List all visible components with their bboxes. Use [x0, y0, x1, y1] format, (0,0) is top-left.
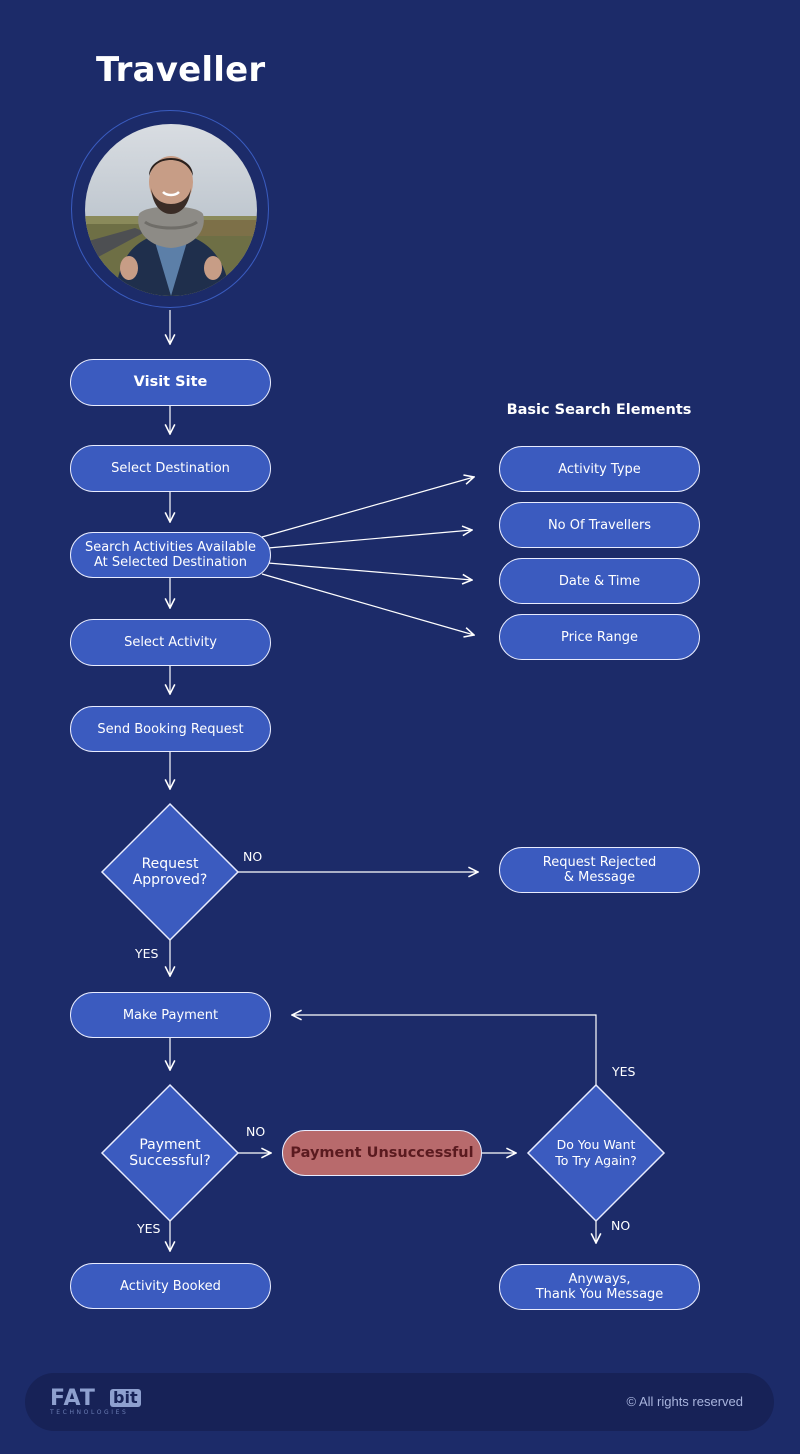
approved-yes-label: YES: [135, 946, 159, 961]
search-element-price-range: Price Range: [499, 614, 700, 660]
arrow-search-to-date: [267, 562, 472, 580]
retry-no-label: NO: [611, 1218, 631, 1233]
search-elements-heading: Basic Search Elements: [506, 402, 692, 418]
arrow-retry-yes: [292, 1015, 597, 1085]
approved-no-label: NO: [243, 849, 263, 864]
payment-no-label: NO: [246, 1124, 266, 1139]
arrow-search-to-activity-type: [261, 477, 474, 538]
logo-accent-text: bit: [110, 1389, 141, 1407]
fatbit-logo: FAT bit TECHNOLOGIES: [50, 1387, 170, 1417]
request-rejected-node: Request Rejected & Message: [499, 847, 700, 893]
thank-you-node: Anyways, Thank You Message: [499, 1264, 700, 1310]
try-again-label: Do You Want To Try Again?: [555, 1137, 637, 1168]
make-payment-node: Make Payment: [70, 992, 271, 1038]
select-destination-node: Select Destination: [70, 445, 271, 492]
copyright-text: © All rights reserved: [626, 1394, 743, 1409]
page-title: Traveller: [96, 50, 266, 90]
search-element-date-time: Date & Time: [499, 558, 700, 604]
payment-successful-label: Payment Successful?: [129, 1137, 211, 1169]
logo-subtext: TECHNOLOGIES: [50, 1409, 129, 1416]
activity-booked-node: Activity Booked: [70, 1263, 271, 1309]
request-approved-label: Request Approved?: [132, 856, 208, 888]
arrow-search-to-travellers: [267, 530, 472, 549]
visit-site-node: Visit Site: [70, 359, 271, 406]
payment-yes-label: YES: [137, 1221, 161, 1236]
payment-unsuccessful-node: Payment Unsuccessful: [282, 1130, 482, 1176]
traveller-avatar: [85, 124, 257, 296]
retry-yes-label: YES: [612, 1064, 636, 1079]
search-activities-node: Search Activities Available At Selected …: [70, 532, 271, 578]
send-booking-request-node: Send Booking Request: [70, 706, 271, 752]
search-element-activity-type: Activity Type: [499, 446, 700, 492]
select-activity-node: Select Activity: [70, 619, 271, 666]
footer: FAT bit TECHNOLOGIES © All rights reserv…: [25, 1373, 774, 1431]
logo-main-text: FAT: [50, 1386, 96, 1411]
avatar-ring: [71, 110, 269, 308]
arrow-search-to-price: [261, 573, 474, 635]
search-element-travellers: No Of Travellers: [499, 502, 700, 548]
